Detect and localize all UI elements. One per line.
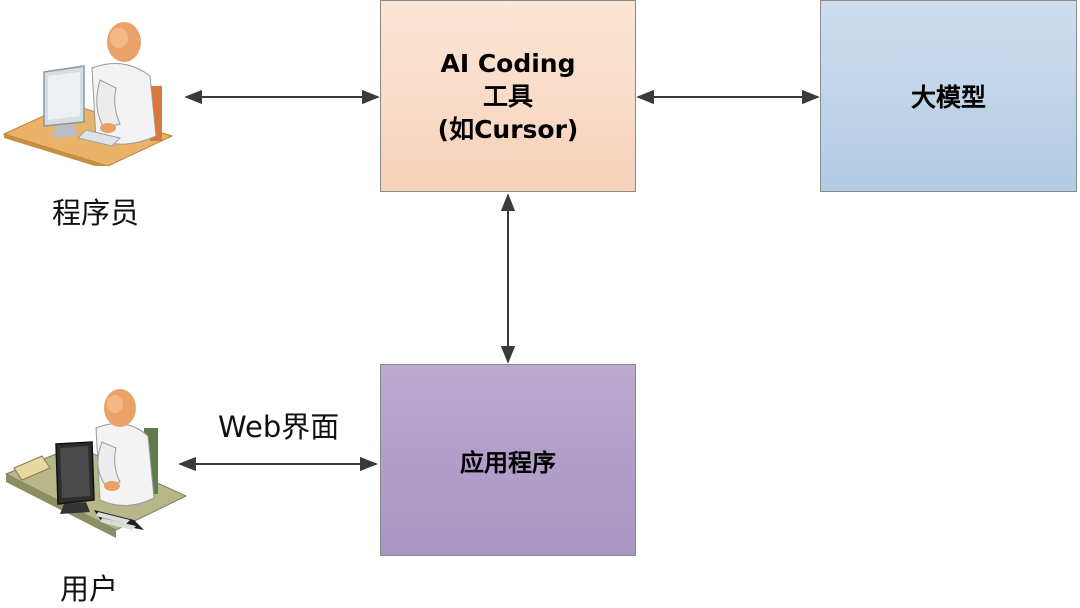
large-model-label: 大模型 [910, 83, 986, 112]
ai-tool-line3: (如Cursor) [437, 114, 579, 144]
user-label: 用户 [60, 572, 119, 606]
programmer-label: 程序员 [52, 196, 140, 230]
ai-tool-line1: AI Coding [440, 48, 576, 78]
application-label: 应用程序 [460, 448, 556, 477]
programmer-at-desk-icon [2, 22, 174, 166]
large-model-box: 大模型 [820, 0, 1077, 192]
ai-tool-line2: 工具 [482, 81, 533, 111]
user-at-workstation-icon [4, 389, 188, 538]
application-box: 应用程序 [380, 364, 636, 556]
web-interface-label: Web界面 [218, 410, 340, 444]
ai-coding-tool-box: AI Coding 工具 (如Cursor) [380, 0, 636, 192]
